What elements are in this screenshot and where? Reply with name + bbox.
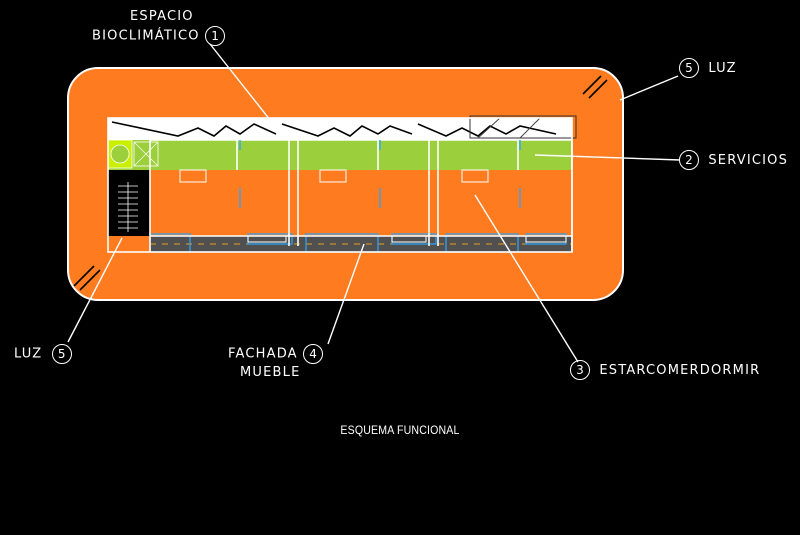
label-luz-left-text: LUZ	[14, 346, 43, 362]
services-box	[133, 141, 159, 167]
bioclimatic-airflow-2	[281, 123, 413, 137]
label-luz-right: 5 LUZ	[679, 58, 737, 78]
hatch-bl-1	[73, 265, 95, 287]
label-fachada-line1-row: FACHADA 4	[228, 344, 324, 364]
hatch-tr-1	[582, 75, 602, 95]
label-espacio-line2: BIOCLIMÁTICO	[92, 28, 200, 44]
label-luz-right-number: 5	[679, 58, 699, 78]
leader-fachada	[327, 243, 365, 345]
bath-1	[247, 236, 287, 243]
bath-2	[391, 236, 427, 243]
label-estar-text: ESTARCOMERDORMIR	[599, 362, 761, 378]
hatch-tr-2	[588, 79, 608, 99]
leader-servicios	[534, 154, 681, 161]
label-servicios: 2 SERVICIOS	[679, 150, 788, 170]
label-luz-right-text: LUZ	[708, 60, 737, 76]
interior-details	[179, 169, 567, 243]
kitchen-3	[461, 169, 489, 183]
building-outline	[107, 117, 573, 253]
bioclimatic-hatch-2	[519, 117, 541, 139]
leader-luz-left	[67, 237, 123, 343]
bioclimatic-airflow	[111, 121, 277, 137]
bioclimatic-airflow-3	[417, 123, 557, 137]
services-box-diag-2	[133, 141, 159, 167]
light-hatch-marks	[73, 75, 608, 291]
kitchen-2	[319, 169, 347, 183]
label-fachada-line1: FACHADA	[228, 346, 298, 362]
building-block	[107, 115, 577, 253]
living-strip	[150, 170, 572, 236]
hatch-bl-2	[79, 269, 101, 291]
facade-strip	[150, 236, 572, 252]
label-estar: 3 ESTARCOMERDORMIR	[570, 360, 760, 380]
label-fachada-line2: MUEBLE	[240, 365, 301, 380]
label-espacio-line1: ESPACIO	[130, 9, 194, 24]
kitchen-1	[179, 169, 207, 183]
stair-steps	[118, 182, 138, 232]
leader-luz-right	[619, 75, 679, 101]
services-circle	[110, 144, 130, 164]
label-espacio-bioclimatico: ESPACIO BIOCLIMÁTICO 1	[92, 8, 226, 46]
label-luz-left: LUZ 5	[14, 344, 72, 364]
leader-estar	[474, 194, 579, 363]
label-luz-left-number: 5	[51, 344, 72, 364]
label-espacio-number: 1	[205, 26, 226, 46]
bioclimatic-end-block	[469, 115, 577, 139]
services-strip	[108, 140, 572, 170]
label-servicios-text: SERVICIOS	[708, 152, 789, 168]
leader-lines	[67, 43, 681, 363]
label-estar-number: 3	[570, 360, 590, 380]
label-fachada-mueble: FACHADA 4 MUEBLE	[228, 344, 324, 382]
bioclimatic-hatch-1	[477, 117, 501, 139]
label-servicios-number: 2	[679, 150, 699, 170]
label-espacio-line2-row: BIOCLIMÁTICO 1	[92, 26, 226, 46]
blue-partitions	[239, 140, 521, 208]
diagram-caption: ESQUEMA FUNCIONAL	[340, 423, 460, 437]
bioclimatic-space	[108, 118, 572, 140]
bath-3	[525, 236, 567, 243]
leader-espacio	[209, 43, 279, 131]
label-fachada-number: 4	[303, 344, 324, 364]
